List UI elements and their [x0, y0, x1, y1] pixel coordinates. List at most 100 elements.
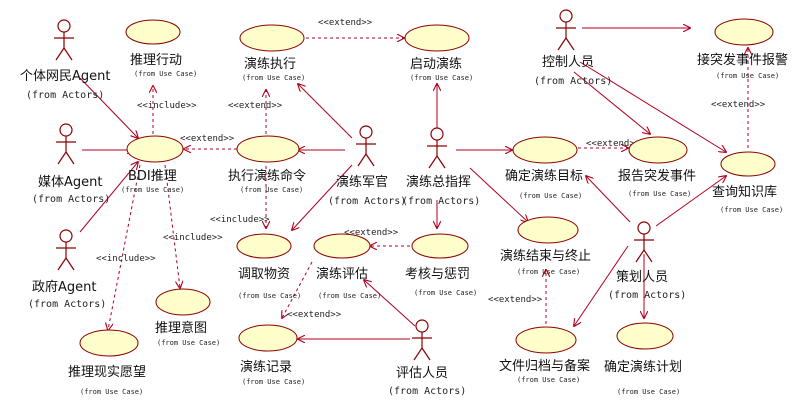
- use-case-archive[interactable]: [515, 326, 577, 354]
- use-case-source: (from Use Case): [716, 72, 779, 80]
- extend-label: <<extend>>: [180, 134, 235, 144]
- use-case-source: (from Use Case): [519, 192, 582, 200]
- actor-label: 评估人员: [396, 366, 448, 381]
- actor-label: 控制人员: [542, 55, 594, 70]
- use-case-source: (from Use Case): [414, 289, 477, 297]
- include-bdi-intent: [164, 164, 180, 288]
- use-case-drill-execute[interactable]: [239, 24, 305, 52]
- assoc-planner-archive: [574, 245, 629, 326]
- actor-label: 政府Agent: [32, 280, 96, 295]
- use-case-label: 调取物资: [238, 267, 290, 282]
- use-case-evaluation[interactable]: [313, 233, 371, 259]
- actor-label: 策划人员: [616, 269, 668, 285]
- use-case-label: 启动演练: [410, 56, 462, 72]
- include-label: <<include>>: [137, 101, 197, 111]
- use-case-source: (from Use Case): [134, 70, 197, 78]
- use-case-reasoning-action[interactable]: [125, 19, 181, 45]
- use-case-label: 考核与惩罚: [405, 267, 470, 282]
- actor-icon[interactable]: [356, 125, 376, 167]
- use-case-label: 推理意图: [155, 320, 207, 336]
- use-case-source: (from Use Case): [517, 268, 580, 276]
- assoc-controller-report: [573, 71, 650, 134]
- use-case-source: (from Use Case): [157, 339, 220, 347]
- use-case-label: 查询知识库: [712, 184, 777, 200]
- actor-label: 演练军官: [336, 174, 388, 190]
- actor-label: 个体网民Agent: [20, 69, 110, 84]
- use-case-plan[interactable]: [616, 322, 674, 350]
- use-case-source: (from Use Case): [720, 206, 783, 214]
- actor-source: (from Actors): [32, 194, 110, 205]
- actor-icon[interactable]: [54, 19, 74, 61]
- use-case-execute-command[interactable]: [236, 135, 300, 163]
- assoc-citizen-bdi: [79, 77, 138, 138]
- use-case-intent[interactable]: [155, 288, 211, 316]
- use-case-assess[interactable]: [411, 233, 469, 259]
- use-case-label: 演练结束与终止: [500, 248, 591, 264]
- actor-source: (from Actors): [402, 196, 480, 207]
- use-case-label: 推理行动: [130, 53, 182, 68]
- actor-icon[interactable]: [556, 9, 576, 51]
- use-case-kb[interactable]: [720, 151, 776, 177]
- extend-label: <<extend>>: [318, 18, 373, 28]
- use-case-report[interactable]: [628, 136, 688, 164]
- actor-label: 媒体Agent: [38, 175, 102, 190]
- use-case-desire[interactable]: [79, 329, 139, 357]
- extend-eval-record: [282, 261, 313, 318]
- use-case-label: 演练记录: [240, 359, 292, 375]
- assoc-commander-end: [469, 167, 528, 222]
- include-label: <<include>>: [210, 215, 270, 225]
- actor-source: (from Actors): [28, 299, 106, 310]
- use-case-label: 确定演练目标: [505, 168, 583, 184]
- extend-label: <<extend>>: [344, 228, 399, 238]
- use-case-source: (from Use Case): [121, 186, 184, 194]
- use-case-alarm[interactable]: [714, 18, 774, 46]
- use-case-source: (from Use Case): [80, 388, 143, 396]
- use-case-label: 文件归档与备案: [499, 358, 590, 374]
- extend-label: <<extend>>: [488, 295, 543, 305]
- use-case-record[interactable]: [238, 324, 298, 352]
- use-case-drill-end[interactable]: [517, 216, 579, 244]
- use-case-label: 确定演练计划: [604, 359, 682, 375]
- use-case-label: 接突发事件报警: [697, 52, 788, 68]
- actor-source: (from Actors): [608, 290, 686, 301]
- assoc-evaluator-eval: [364, 280, 416, 327]
- actor-label: 演练总指挥: [406, 174, 471, 190]
- use-case-bdi[interactable]: [126, 135, 184, 163]
- assoc-gov-bdi: [79, 162, 138, 233]
- assoc-officer-supplies: [292, 164, 353, 230]
- assoc-officer-drill: [298, 84, 353, 139]
- use-case-source: (from Use Case): [517, 376, 580, 384]
- use-case-label: 演练评估: [316, 266, 368, 282]
- include-label: <<include>>: [96, 254, 156, 264]
- use-case-start-drill[interactable]: [404, 24, 470, 52]
- use-case-source: (from Use Case): [410, 74, 473, 82]
- actor-icon[interactable]: [56, 229, 76, 271]
- use-case-goal[interactable]: [512, 136, 578, 164]
- actor-source: (from Actors): [328, 196, 406, 207]
- assoc-planner-goal: [586, 176, 631, 223]
- include-bdi-desire: [108, 164, 141, 330]
- actor-icon[interactable]: [634, 221, 654, 263]
- use-case-fetch-supplies[interactable]: [236, 233, 292, 259]
- extend-label: <<extend>>: [711, 100, 766, 110]
- include-label: <<include>>: [163, 233, 223, 243]
- use-case-source: (from Use Case): [240, 186, 303, 194]
- use-case-source: (from Use Case): [242, 378, 305, 386]
- use-case-label: 推理现实愿望: [68, 364, 146, 380]
- extend-label: <<extend>>: [228, 101, 283, 111]
- use-case-source: (from Use Case): [617, 388, 680, 396]
- extend-label: <<extend>>: [287, 310, 342, 320]
- actor-source: (from Actors): [388, 386, 466, 397]
- use-case-label: 报告突发事件: [618, 168, 696, 184]
- assoc-planner-kb: [655, 176, 726, 227]
- use-case-source: (from Use Case): [238, 292, 301, 300]
- actor-icon[interactable]: [427, 127, 447, 169]
- use-case-label: BDI推理: [128, 169, 177, 184]
- use-case-source: (from Use Case): [628, 190, 691, 198]
- assoc-controller-kb: [579, 61, 726, 152]
- actor-icon[interactable]: [412, 319, 432, 361]
- use-case-label: 执行演练命令: [228, 168, 306, 184]
- use-case-source: (from Use Case): [318, 292, 381, 300]
- actor-icon[interactable]: [56, 123, 76, 165]
